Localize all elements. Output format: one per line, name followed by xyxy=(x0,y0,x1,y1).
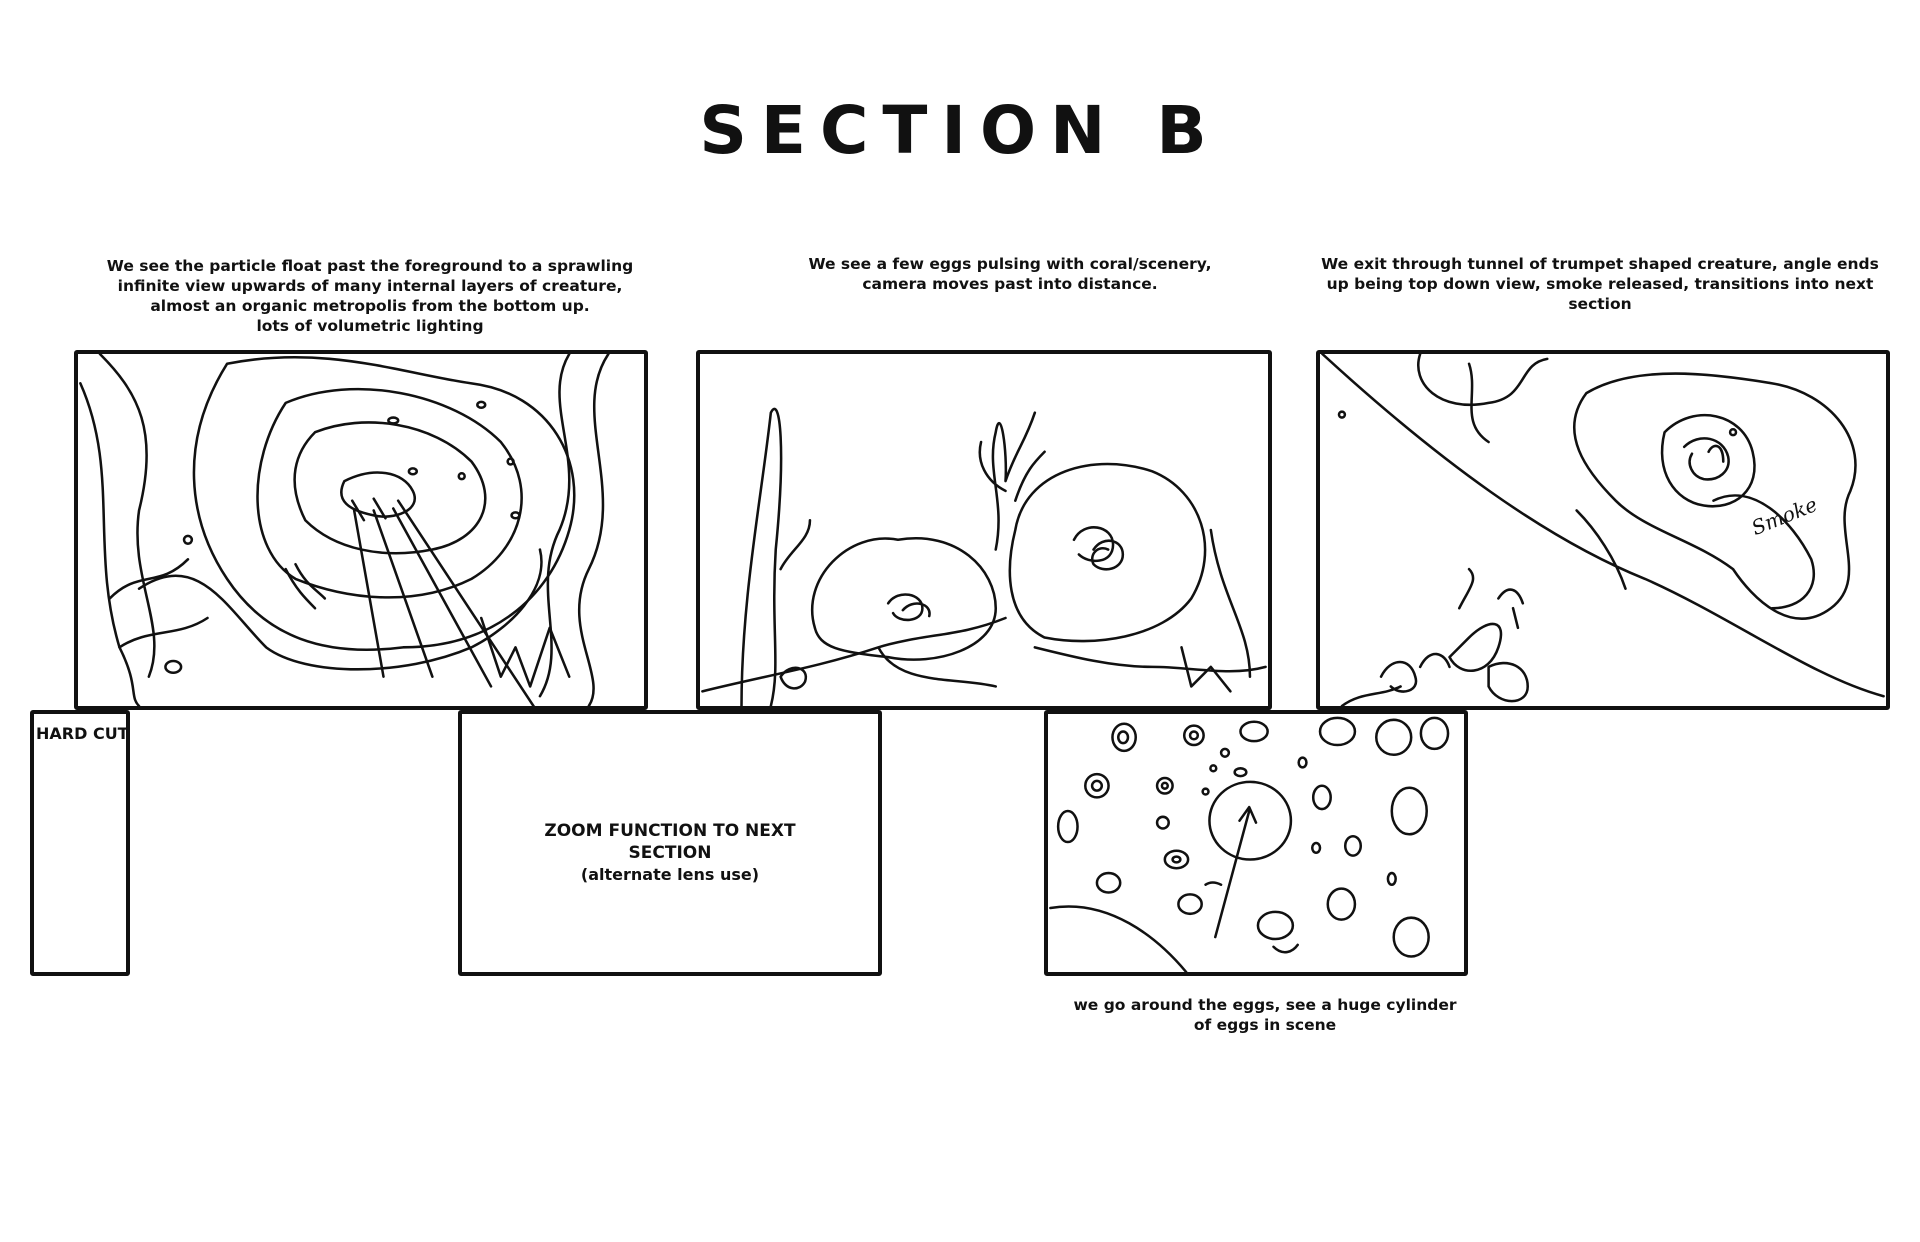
storyboard-panel-zoom: ZOOM FUNCTION TO NEXT SECTION (alternate… xyxy=(458,710,882,976)
storyboard-panel-1 xyxy=(74,350,648,710)
zoom-text: ZOOM FUNCTION TO NEXT SECTION (alternate… xyxy=(462,820,878,886)
zoom-line-2: SECTION xyxy=(628,843,712,863)
hard-cut-label: HARD CUT xyxy=(36,724,129,743)
caption-panel-2: We see a few eggs pulsing with coral/sce… xyxy=(808,255,1212,293)
storyboard-panel-3: Smoke xyxy=(1316,350,1890,710)
zoom-line-1: ZOOM FUNCTION TO NEXT xyxy=(544,821,796,841)
storyboard-panel-6 xyxy=(1044,710,1468,976)
eggs-coral-sketch xyxy=(701,407,1267,706)
zoom-line-3: (alternate lens use) xyxy=(580,865,760,884)
caption-panel-6: we go around the eggs, see a huge cylind… xyxy=(1073,996,1457,1034)
trumpet-tunnel-sketch xyxy=(1321,354,1885,706)
eggs-cylinder-sketch xyxy=(1049,716,1450,972)
caption-panel-3: We exit through tunnel of trumpet shaped… xyxy=(1321,255,1879,313)
page-title: SECTION B xyxy=(699,92,1221,169)
storyboard-panel-hard-cut: HARD CUT xyxy=(30,710,130,976)
metropolis-sketch xyxy=(79,354,610,706)
caption-panel-1: We see the particle float past the foreg… xyxy=(106,257,634,335)
storyboard-panel-2 xyxy=(696,350,1272,710)
